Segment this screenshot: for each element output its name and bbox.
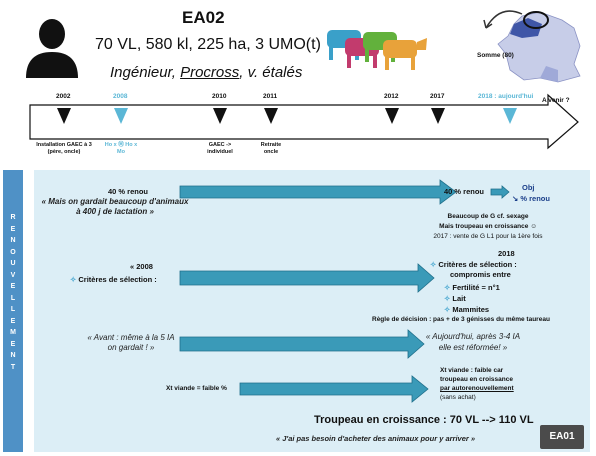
timeline-year: 2008: [113, 93, 128, 100]
r3-right-quote: « Aujourd'hui, après 3-4 IA elle est réf…: [425, 332, 521, 352]
timeline-note: Retraite oncle: [260, 142, 282, 155]
farm-role: Ingénieur, Procross, v. étalés: [110, 64, 303, 81]
timeline-note: Installation GAEC à 3 (père, oncle): [36, 142, 92, 155]
arrow-row2: [179, 263, 435, 293]
r1-note: 2017 : vente de G L1 pour la 1ère fois: [433, 233, 543, 240]
farm-code-title: EA02: [182, 8, 225, 27]
r2-right-crit2: compromis entre: [450, 270, 511, 279]
timeline-year: 2018 : aujourd'hui: [478, 93, 534, 100]
r1-left-pct: 40 % renou: [108, 187, 149, 196]
timeline-year: 2002: [56, 93, 71, 100]
diamond-bullet-icon: ✧: [444, 305, 453, 314]
r2-right-crit: ✧ Critères de sélection :: [430, 260, 517, 269]
r1-note: Beaucoup de G cf. sexage: [447, 213, 529, 220]
timeline-year: 2017: [430, 93, 445, 100]
r1-obj-sub: ↘ % renou: [512, 194, 550, 203]
arrow-row4: [239, 375, 429, 403]
procross-link: Procross: [180, 64, 240, 81]
farm-summary: 70 VL, 580 kl, 225 ha, 3 UMO(t): [95, 36, 321, 53]
timeline-year: 2012: [384, 93, 399, 100]
r3-left-quote: « Avant : même à la 5 IA on gardait ! »: [87, 333, 175, 352]
timeline-markers: [57, 108, 517, 124]
r1-obj-title: Obj: [522, 183, 535, 192]
diamond-bullet-icon: ✧: [444, 283, 453, 292]
content-panel: [34, 170, 590, 452]
r1-note: Mais troupeau en croissance ☺: [439, 223, 537, 230]
r2-right-year: 2018: [498, 249, 515, 258]
marker-2011: [264, 108, 278, 124]
diamond-bullet-icon: ✧: [70, 275, 79, 284]
marker-2017: [431, 108, 445, 124]
timeline-note: GAEC -> individuel: [207, 142, 233, 155]
arrow-obj: [490, 185, 510, 199]
r4-right-line: troupeau en croissance: [440, 376, 513, 383]
timeline-note: Ho x Ⓜ Ho x Mo: [104, 142, 138, 155]
r1-right-pct: 40 % renou: [444, 187, 485, 196]
marker-2010: [213, 108, 227, 124]
timeline-year: 2011: [263, 93, 278, 100]
farmer-avatar-icon: [26, 19, 78, 78]
map-label: Somme (80): [477, 52, 514, 59]
r2-item: ✧ Mammites: [444, 305, 490, 314]
arrow-row1: [179, 179, 457, 205]
cows-illustration-icon: [327, 30, 427, 70]
r4-right-line: Xt viande : faible car: [440, 367, 504, 374]
diamond-bullet-icon: ✧: [430, 260, 439, 269]
marker-2008: [114, 108, 128, 124]
diamond-bullet-icon: ✧: [444, 294, 453, 303]
r1-left-quote: « Mais on gardait beaucoup d'animaux à 4…: [41, 197, 189, 216]
r4-left: Xt viande = faible %: [166, 385, 227, 392]
ea01-badge: EA01: [540, 425, 584, 449]
marker-2002: [57, 108, 71, 124]
r2-left-crit: ✧ Critères de sélection :: [70, 275, 157, 284]
growth-summary: Troupeau en croissance : 70 VL --> 110 V…: [314, 414, 534, 426]
arrow-row3: [179, 329, 425, 359]
r2-left-year: « 2008: [130, 262, 153, 271]
france-map-icon: [483, 10, 581, 83]
marker-2018: [503, 108, 517, 124]
r4-right-line: (sans achat): [440, 394, 476, 401]
marker-2012: [385, 108, 399, 124]
bottom-quote: « J'ai pas besoin d'acheter des animaux …: [276, 434, 476, 443]
timeline-future: A venir ?: [542, 97, 570, 104]
r2-decision: Règle de décision : pas + de 3 génisses …: [372, 316, 550, 323]
r2-item: ✧ Fertilité = n°1: [444, 283, 500, 292]
timeline-year: 2010: [212, 93, 227, 100]
r4-right-line: par autorenouvellement: [440, 385, 514, 392]
r2-item: ✧ Lait: [444, 294, 466, 303]
